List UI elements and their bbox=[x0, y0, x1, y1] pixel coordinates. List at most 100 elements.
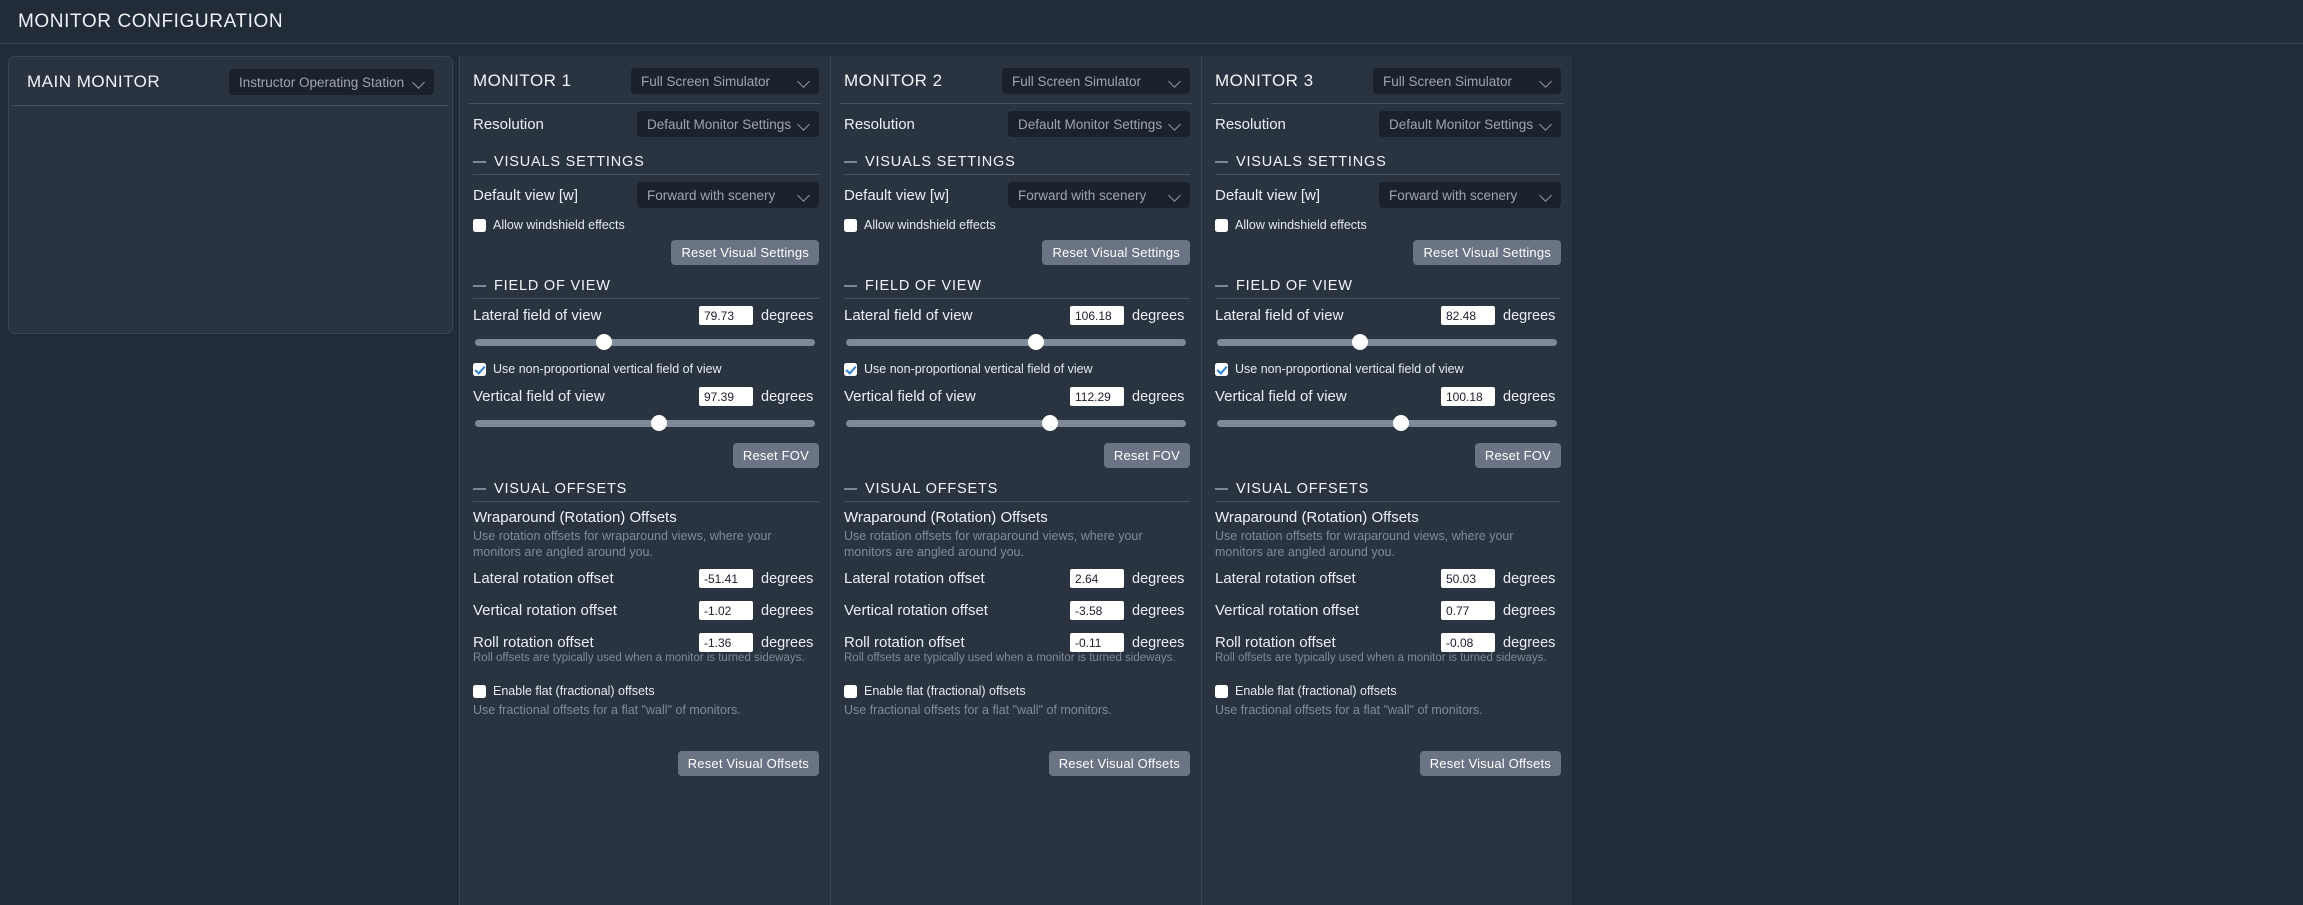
vertical-rotation-input[interactable]: 0.77 bbox=[1441, 601, 1495, 621]
roll-rotation-input[interactable]: -0.11 bbox=[1070, 633, 1124, 653]
allow-windshield-checkbox[interactable] bbox=[844, 218, 857, 232]
resolution-dropdown[interactable]: Default Monitor Settings bbox=[1379, 111, 1561, 137]
vertical-fov-input[interactable]: 112.29 bbox=[1070, 387, 1124, 406]
lateral-rotation-field-group: -51.41 degrees bbox=[699, 569, 819, 589]
lateral-fov-input[interactable]: 106.18 bbox=[1070, 306, 1124, 325]
monitor-assignment-dropdown[interactable]: Full Screen Simulator bbox=[1373, 68, 1561, 94]
reset-fov-button[interactable]: Reset FOV bbox=[1474, 443, 1561, 468]
section-dash-icon bbox=[844, 285, 857, 287]
reset-visual-offsets-button[interactable]: Reset Visual Offsets bbox=[677, 750, 819, 776]
monitor-assignment-dropdown[interactable]: Full Screen Simulator bbox=[631, 68, 819, 94]
reset-fov-button[interactable]: Reset FOV bbox=[732, 443, 819, 468]
monitor-title: MONITOR 1 bbox=[473, 71, 572, 90]
reset-visual-offsets-button[interactable]: Reset Visual Offsets bbox=[1419, 750, 1561, 776]
lateral-fov-input[interactable]: 82.48 bbox=[1441, 306, 1495, 325]
enable-flat-offsets-help: Use fractional offsets for a flat "wall"… bbox=[473, 703, 741, 718]
reset-visual-settings-button[interactable]: Reset Visual Settings bbox=[1042, 240, 1190, 265]
roll-rotation-input[interactable]: -0.08 bbox=[1441, 633, 1495, 653]
reset-visual-settings-row: Reset Visual Settings bbox=[1211, 236, 1563, 267]
enable-flat-offsets-checkbox[interactable] bbox=[844, 684, 857, 698]
slider-track bbox=[846, 338, 1186, 346]
section-dash-icon bbox=[1215, 161, 1228, 163]
vertical-fov-slider[interactable] bbox=[475, 413, 815, 433]
lateral-fov-input[interactable]: 79.73 bbox=[699, 306, 753, 325]
reset-visual-settings-button[interactable]: Reset Visual Settings bbox=[671, 240, 819, 265]
slider-thumb[interactable] bbox=[596, 334, 613, 350]
slider-thumb[interactable] bbox=[650, 415, 667, 431]
allow-windshield-checkbox-row[interactable]: Allow windshield effects bbox=[469, 214, 821, 236]
use-nonproportional-checkbox-row[interactable]: Use non-proportional vertical field of v… bbox=[840, 358, 1192, 380]
enable-flat-offsets-label: Enable flat (fractional) offsets bbox=[1235, 684, 1397, 699]
use-nonproportional-checkbox[interactable] bbox=[1215, 362, 1228, 376]
chevron-down-icon bbox=[1540, 189, 1553, 202]
reset-visual-settings-row: Reset Visual Settings bbox=[840, 236, 1192, 267]
use-nonproportional-checkbox-row[interactable]: Use non-proportional vertical field of v… bbox=[1211, 358, 1563, 380]
vertical-fov-label: Vertical field of view bbox=[1215, 388, 1347, 405]
main-monitor-assignment-dropdown[interactable]: Instructor Operating Station bbox=[229, 69, 434, 95]
lateral-fov-row: Lateral field of view 82.48 degrees bbox=[1211, 299, 1563, 331]
vertical-rotation-input[interactable]: -1.02 bbox=[699, 601, 753, 621]
use-nonproportional-checkbox[interactable] bbox=[844, 362, 857, 376]
wraparound-offsets-title: Wraparound (Rotation) Offsets bbox=[1215, 509, 1419, 526]
vertical-rotation-unit: degrees bbox=[1503, 602, 1556, 619]
enable-flat-offsets-checkbox-row[interactable]: Enable flat (fractional) offsets bbox=[1211, 680, 1563, 702]
lateral-fov-slider[interactable] bbox=[475, 332, 815, 352]
vertical-fov-input[interactable]: 100.18 bbox=[1441, 387, 1495, 406]
default-view-dropdown[interactable]: Forward with scenery bbox=[1008, 182, 1190, 208]
section-dash-icon bbox=[844, 161, 857, 163]
allow-windshield-checkbox[interactable] bbox=[1215, 218, 1228, 232]
default-view-dropdown[interactable]: Forward with scenery bbox=[637, 182, 819, 208]
allow-windshield-checkbox[interactable] bbox=[473, 218, 486, 232]
resolution-dropdown[interactable]: Default Monitor Settings bbox=[637, 111, 819, 137]
vertical-rotation-field-group: -1.02 degrees bbox=[699, 601, 819, 621]
enable-flat-offsets-checkbox[interactable] bbox=[1215, 684, 1228, 698]
lateral-fov-row: Lateral field of view 106.18 degrees bbox=[840, 299, 1192, 331]
reset-visual-offsets-row: Reset Visual Offsets bbox=[840, 747, 1192, 778]
lateral-fov-label: Lateral field of view bbox=[844, 307, 973, 324]
vertical-fov-input[interactable]: 97.39 bbox=[699, 387, 753, 406]
monitor-panel: MONITOR 2 Full Screen Simulator Resoluti… bbox=[830, 56, 1201, 905]
lateral-fov-label: Lateral field of view bbox=[473, 307, 602, 324]
section-dash-icon bbox=[1215, 488, 1228, 490]
reset-visual-offsets-button[interactable]: Reset Visual Offsets bbox=[1048, 750, 1190, 776]
vertical-rotation-input[interactable]: -3.58 bbox=[1070, 601, 1124, 621]
monitor-assignment-dropdown[interactable]: Full Screen Simulator bbox=[1002, 68, 1190, 94]
allow-windshield-checkbox-row[interactable]: Allow windshield effects bbox=[1211, 214, 1563, 236]
reset-fov-button[interactable]: Reset FOV bbox=[1103, 443, 1190, 468]
use-nonproportional-checkbox[interactable] bbox=[473, 362, 486, 376]
vertical-fov-unit: degrees bbox=[1503, 388, 1556, 405]
resolution-dropdown[interactable]: Default Monitor Settings bbox=[1008, 111, 1190, 137]
enable-flat-offsets-checkbox-row[interactable]: Enable flat (fractional) offsets bbox=[840, 680, 1192, 702]
main-monitor-body bbox=[9, 106, 452, 382]
lateral-fov-label: Lateral field of view bbox=[1215, 307, 1344, 324]
lateral-rotation-input[interactable]: 2.64 bbox=[1070, 569, 1124, 589]
default-view-row: Default view [w] Forward with scenery bbox=[1211, 175, 1563, 214]
roll-rotation-input[interactable]: -1.36 bbox=[699, 633, 753, 653]
slider-thumb[interactable] bbox=[1351, 334, 1368, 350]
enable-flat-offsets-help: Use fractional offsets for a flat "wall"… bbox=[844, 703, 1112, 718]
slider-track bbox=[846, 419, 1186, 427]
lateral-fov-slider[interactable] bbox=[1217, 332, 1557, 352]
vertical-fov-slider[interactable] bbox=[846, 413, 1186, 433]
lateral-rotation-input[interactable]: -51.41 bbox=[699, 569, 753, 589]
slider-thumb[interactable] bbox=[1028, 334, 1045, 350]
chevron-down-icon bbox=[1540, 75, 1553, 88]
reset-visual-settings-button[interactable]: Reset Visual Settings bbox=[1413, 240, 1561, 265]
visual-offsets-title: VISUAL OFFSETS bbox=[494, 481, 628, 497]
enable-flat-offsets-checkbox-row[interactable]: Enable flat (fractional) offsets bbox=[469, 680, 821, 702]
enable-flat-offsets-checkbox[interactable] bbox=[473, 684, 486, 698]
allow-windshield-checkbox-row[interactable]: Allow windshield effects bbox=[840, 214, 1192, 236]
vertical-fov-slider[interactable] bbox=[1217, 413, 1557, 433]
enable-flat-offsets-label: Enable flat (fractional) offsets bbox=[864, 684, 1026, 699]
chevron-down-icon bbox=[413, 76, 426, 89]
slider-track bbox=[1217, 338, 1557, 346]
roll-rotation-note: Roll offsets are typically used when a m… bbox=[473, 652, 805, 665]
resolution-row: Resolution Default Monitor Settings bbox=[840, 104, 1192, 143]
default-view-dropdown[interactable]: Forward with scenery bbox=[1379, 182, 1561, 208]
slider-thumb[interactable] bbox=[1392, 415, 1409, 431]
use-nonproportional-label: Use non-proportional vertical field of v… bbox=[864, 362, 1093, 376]
lateral-rotation-input[interactable]: 50.03 bbox=[1441, 569, 1495, 589]
lateral-fov-slider[interactable] bbox=[846, 332, 1186, 352]
slider-thumb[interactable] bbox=[1042, 415, 1058, 431]
use-nonproportional-checkbox-row[interactable]: Use non-proportional vertical field of v… bbox=[469, 358, 821, 380]
